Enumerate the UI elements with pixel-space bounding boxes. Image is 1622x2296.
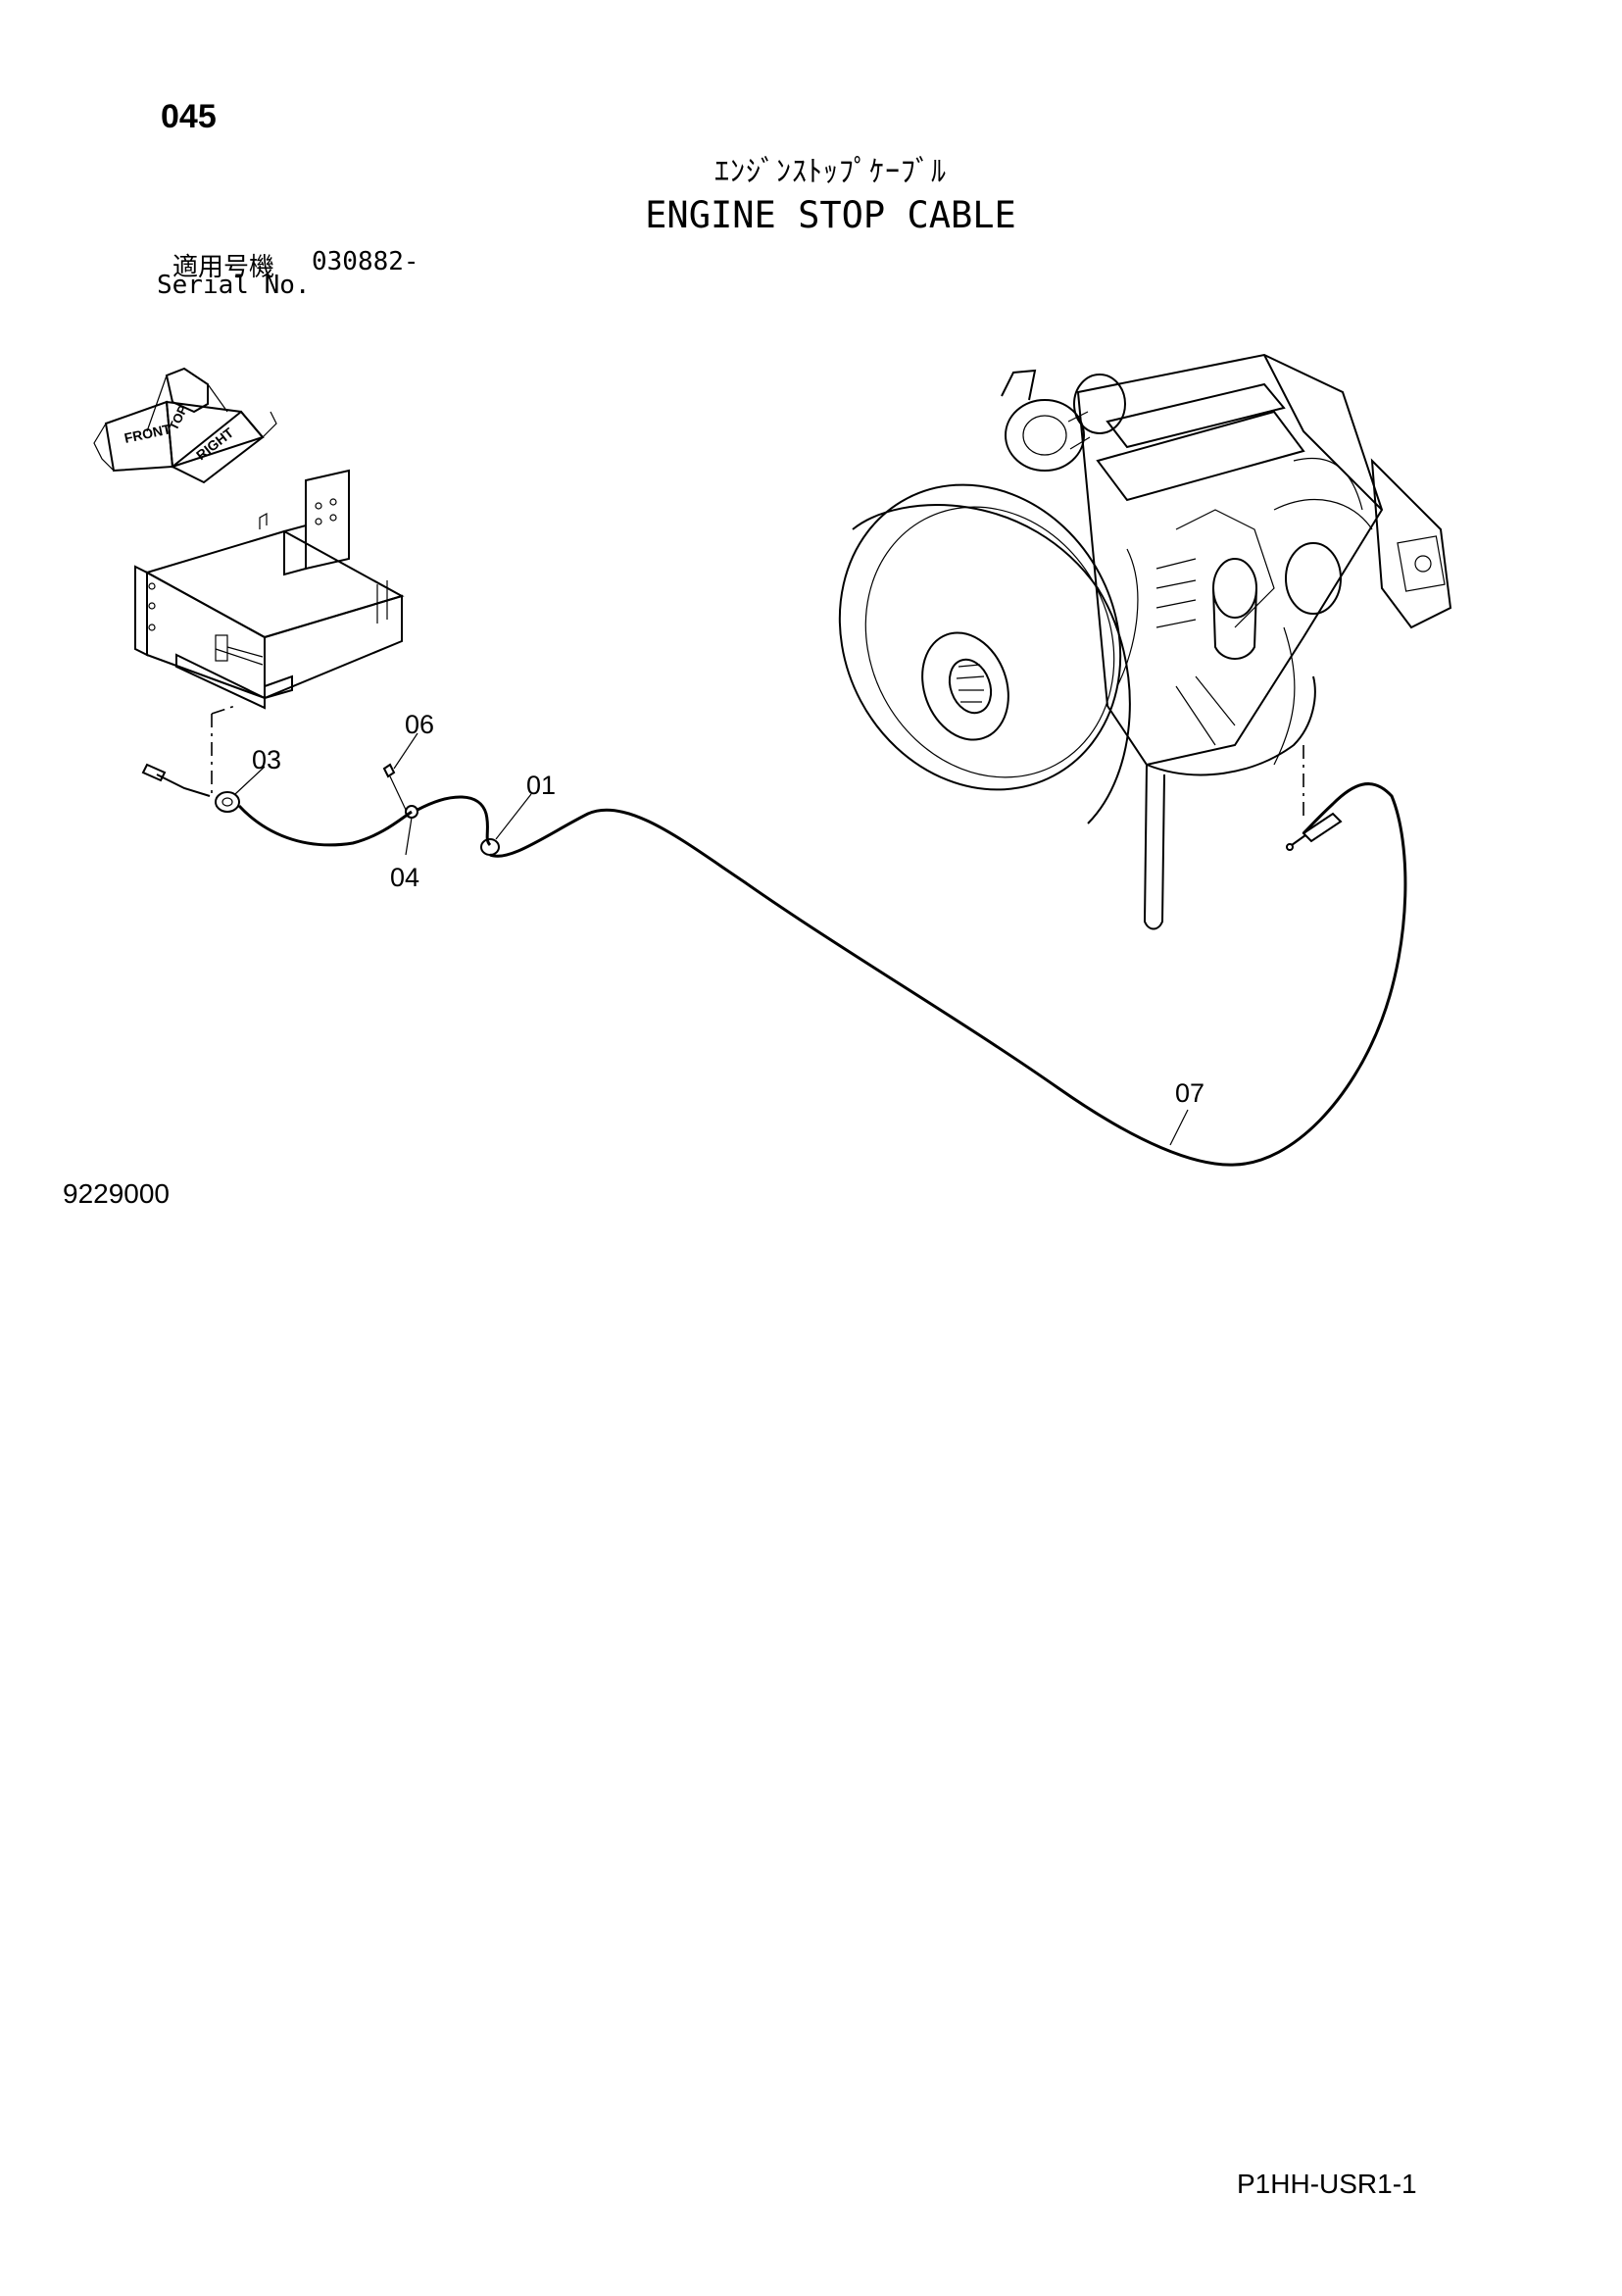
serial-label-japanese: 適用号機	[172, 253, 275, 282]
orientation-right-label: RIGHT	[193, 424, 237, 464]
leader-line-panel	[211, 705, 236, 715]
orientation-symbol: FRONT RIGHT TOP	[93, 367, 277, 484]
title-english: ENGINE STOP CABLE	[645, 194, 1016, 236]
cable-grommet-03	[215, 791, 240, 813]
mounting-bracket	[134, 469, 405, 710]
engine-stop-cable	[141, 732, 1407, 1167]
callout-04: 04	[390, 863, 420, 892]
page-number: 045	[161, 98, 217, 135]
clip-06	[382, 763, 396, 778]
callout-03: 03	[252, 745, 282, 774]
clamp-01	[480, 838, 500, 856]
callout-07: 07	[1175, 1078, 1205, 1108]
page-code: P1HH-USR1-1	[1237, 2169, 1417, 2199]
engine-assembly	[838, 353, 1452, 930]
orientation-front-label: FRONT	[123, 421, 172, 446]
orientation-top-label: TOP	[166, 403, 190, 433]
serial-label-english: Serial No.	[157, 271, 311, 300]
title-japanese: ｴﾝｼﾞﾝｽﾄｯﾌﾟｹｰﾌﾞﾙ	[714, 155, 947, 189]
callout-06: 06	[405, 710, 435, 739]
callout-01: 01	[526, 771, 557, 800]
figure-number: 9229000	[63, 1178, 171, 1209]
serial-range: 030882-	[312, 247, 419, 276]
